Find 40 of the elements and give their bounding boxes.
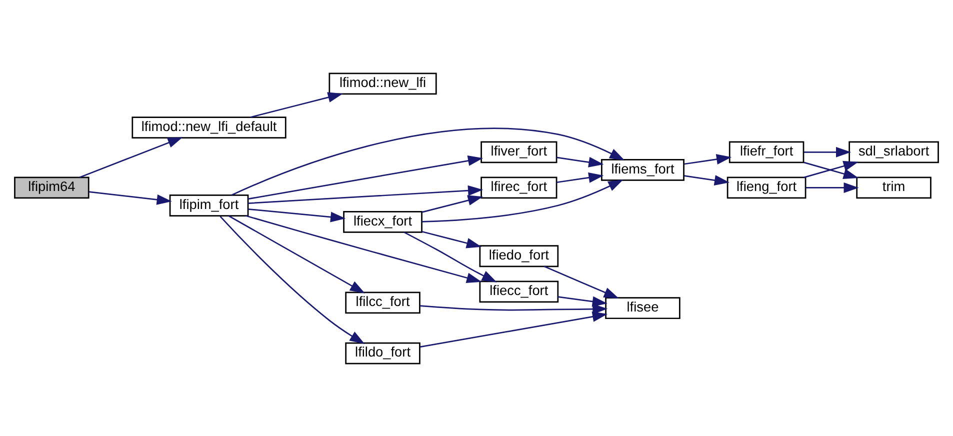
- node-box: lfiecx_fort: [343, 210, 422, 232]
- node-box: lfipim_fort: [169, 194, 249, 216]
- arrow: [248, 208, 346, 222]
- node-box: lfimod::new_lfi_default: [132, 116, 286, 138]
- arrow: [79, 136, 183, 178]
- arrow: [806, 182, 859, 192]
- arrow: [220, 215, 365, 344]
- arrow: [420, 303, 608, 314]
- arrow: [422, 194, 483, 212]
- arrow: [422, 179, 624, 222]
- node-box: lfimod::new_lfi: [328, 72, 437, 94]
- arrow: [246, 214, 482, 282]
- node-box: lfisee: [605, 296, 680, 319]
- node-box: lfieng_fort: [726, 176, 806, 198]
- node-box: lfiems_fort: [601, 158, 684, 180]
- arrow: [250, 92, 343, 118]
- arrow: [684, 174, 730, 185]
- arrow: [248, 184, 484, 204]
- node-box: sdl_srlabort: [848, 140, 939, 163]
- arrow: [684, 154, 732, 164]
- node-box: lfiedo_fort: [479, 244, 559, 267]
- arrow: [556, 156, 604, 167]
- arrow: [231, 127, 625, 196]
- node-box: trim: [856, 176, 932, 198]
- node-box: lfirec_fort: [480, 176, 558, 198]
- node-box: lfiefr_fort: [728, 140, 804, 163]
- arrow: [88, 190, 172, 204]
- node-box: lfipim64: [14, 176, 90, 198]
- node-box: lfildo_fort: [345, 342, 420, 364]
- node-box: lfiver_fort: [480, 140, 558, 163]
- arrow: [804, 146, 852, 157]
- arrow: [228, 214, 366, 293]
- arrow: [248, 155, 484, 200]
- arrow: [404, 231, 497, 282]
- arrow: [556, 172, 604, 183]
- node-box: lfilcc_fort: [345, 291, 420, 314]
- arrow: [420, 310, 608, 348]
- arrow: [422, 230, 482, 248]
- node-box: lfiecc_fort: [479, 280, 559, 302]
- arrow: [558, 296, 608, 306]
